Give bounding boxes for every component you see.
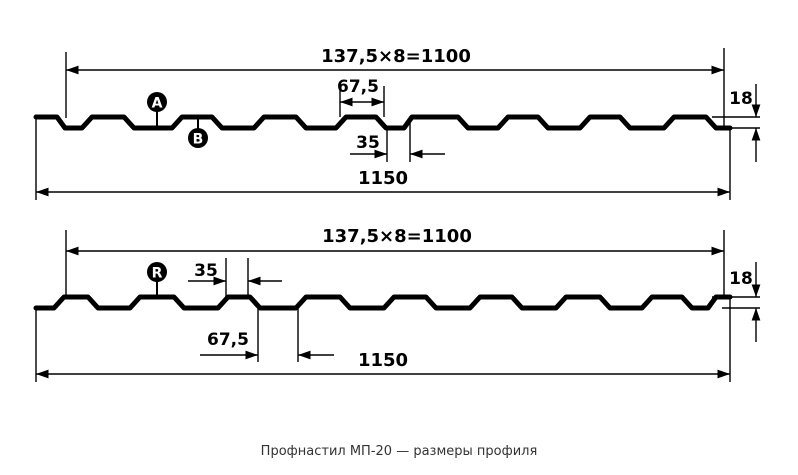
figure-caption: Профнастил МП-20 — размеры профиля bbox=[260, 444, 538, 459]
profile-drawing: 137,5×8=1100 67,5 35 18 1150 A B bbox=[33, 46, 761, 382]
top-width-67-5: 67,5 bbox=[337, 77, 379, 97]
svg-text:A: A bbox=[152, 96, 163, 112]
profile-top: 137,5×8=1100 67,5 35 18 1150 A B bbox=[33, 46, 761, 200]
bottom-height-18: 18 bbox=[729, 269, 753, 289]
profile-top-outline bbox=[33, 114, 733, 131]
top-total-dim: 137,5×8=1100 bbox=[321, 46, 471, 67]
marker-b bbox=[188, 128, 208, 148]
svg-text:R: R bbox=[152, 266, 163, 282]
r-top-width-35: 35 bbox=[194, 261, 218, 281]
marker-r bbox=[147, 262, 167, 282]
top-overall-1150: 1150 bbox=[358, 168, 408, 189]
bottom-total-dim: 137,5×8=1100 bbox=[322, 226, 472, 247]
bottom-overall-1150: 1150 bbox=[358, 350, 408, 371]
profile-bottom-outline bbox=[33, 294, 733, 311]
profile-bottom: 137,5×8=1100 35 67,5 18 1150 R bbox=[33, 226, 761, 382]
top-height-18: 18 bbox=[729, 89, 753, 109]
marker-a bbox=[147, 92, 167, 112]
svg-text:B: B bbox=[193, 132, 204, 148]
r-bottom-width-67-5: 67,5 bbox=[207, 330, 249, 350]
bottom-width-35: 35 bbox=[356, 133, 380, 153]
